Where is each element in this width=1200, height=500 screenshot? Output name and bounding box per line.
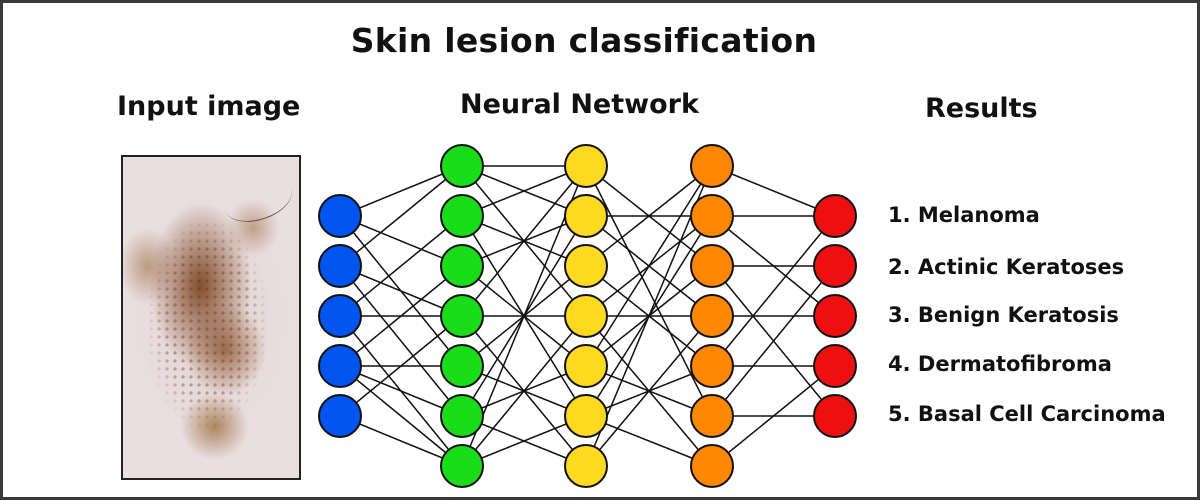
node-layer2-6 — [440, 394, 484, 438]
connection-l2-6-3 — [461, 315, 587, 467]
connection-l3-0-5 — [585, 165, 713, 417]
neural-network-graph — [318, 144, 857, 488]
result-item-3: 3. Benign Keratosis — [888, 303, 1119, 327]
skin-lesion-image — [121, 155, 301, 480]
node-layer4-6 — [690, 394, 734, 438]
node-layer3-1 — [564, 144, 608, 188]
connection-l1-2-1 — [339, 215, 463, 317]
connection-l1-4-3 — [339, 315, 463, 417]
result-item-4: 4. Dermatofibroma — [888, 352, 1112, 376]
node-layer2-2 — [440, 194, 484, 238]
node-layer3-7 — [564, 444, 608, 488]
node-layer5-4 — [813, 344, 857, 388]
node-layer1-5 — [318, 394, 362, 438]
network-nodes — [318, 144, 857, 488]
connection-l2-1-0 — [461, 165, 587, 217]
connection-l1-1-0 — [339, 165, 463, 267]
node-layer4-4 — [690, 294, 734, 338]
connection-l3-2-0 — [585, 165, 713, 267]
connection-l2-3-0 — [461, 165, 587, 317]
node-layer4-5 — [690, 344, 734, 388]
node-layer5-2 — [813, 244, 857, 288]
result-item-2: 2. Actinic Keratoses — [888, 255, 1125, 279]
connection-l1-3-2 — [339, 265, 463, 367]
connection-l3-6-3 — [585, 315, 713, 467]
node-layer4-1 — [690, 144, 734, 188]
connection-l1-3-6 — [339, 365, 463, 467]
node-layer4-2 — [690, 194, 734, 238]
node-layer5-1 — [813, 194, 857, 238]
node-layer3-3 — [564, 244, 608, 288]
node-layer3-6 — [564, 394, 608, 438]
node-layer1-2 — [318, 244, 362, 288]
connection-l1-1-5 — [339, 265, 463, 417]
connection-l3-4-0 — [585, 165, 713, 367]
results-heading: Results — [925, 93, 1038, 124]
connection-l2-6-5 — [461, 415, 587, 467]
node-layer2-7 — [440, 444, 484, 488]
node-layer2-5 — [440, 344, 484, 388]
node-layer5-5 — [813, 394, 857, 438]
connection-l3-5-6 — [585, 415, 713, 467]
diagram-title: Skin lesion classification — [350, 21, 818, 60]
node-layer3-5 — [564, 344, 608, 388]
node-layer5-3 — [813, 294, 857, 338]
result-item-1: 1. Melanoma — [888, 203, 1040, 227]
connection-l4-5-1 — [711, 265, 836, 417]
lesion-pigment-pattern — [123, 157, 299, 478]
node-layer2-1 — [440, 144, 484, 188]
result-item-5: 5. Basal Cell Carcinoma — [888, 402, 1166, 426]
connection-l4-0-0 — [711, 165, 836, 217]
node-layer3-2 — [564, 194, 608, 238]
connection-l4-6-3 — [711, 365, 836, 467]
node-layer4-7 — [690, 444, 734, 488]
node-layer2-4 — [440, 294, 484, 338]
neural-network-heading: Neural Network — [460, 89, 699, 120]
node-layer1-1 — [318, 194, 362, 238]
node-layer3-4 — [564, 294, 608, 338]
node-layer4-3 — [690, 244, 734, 288]
node-layer1-4 — [318, 344, 362, 388]
connection-l4-4-0 — [711, 215, 836, 367]
input-image-heading: Input image — [117, 91, 301, 122]
node-layer1-3 — [318, 294, 362, 338]
node-layer2-3 — [440, 244, 484, 288]
